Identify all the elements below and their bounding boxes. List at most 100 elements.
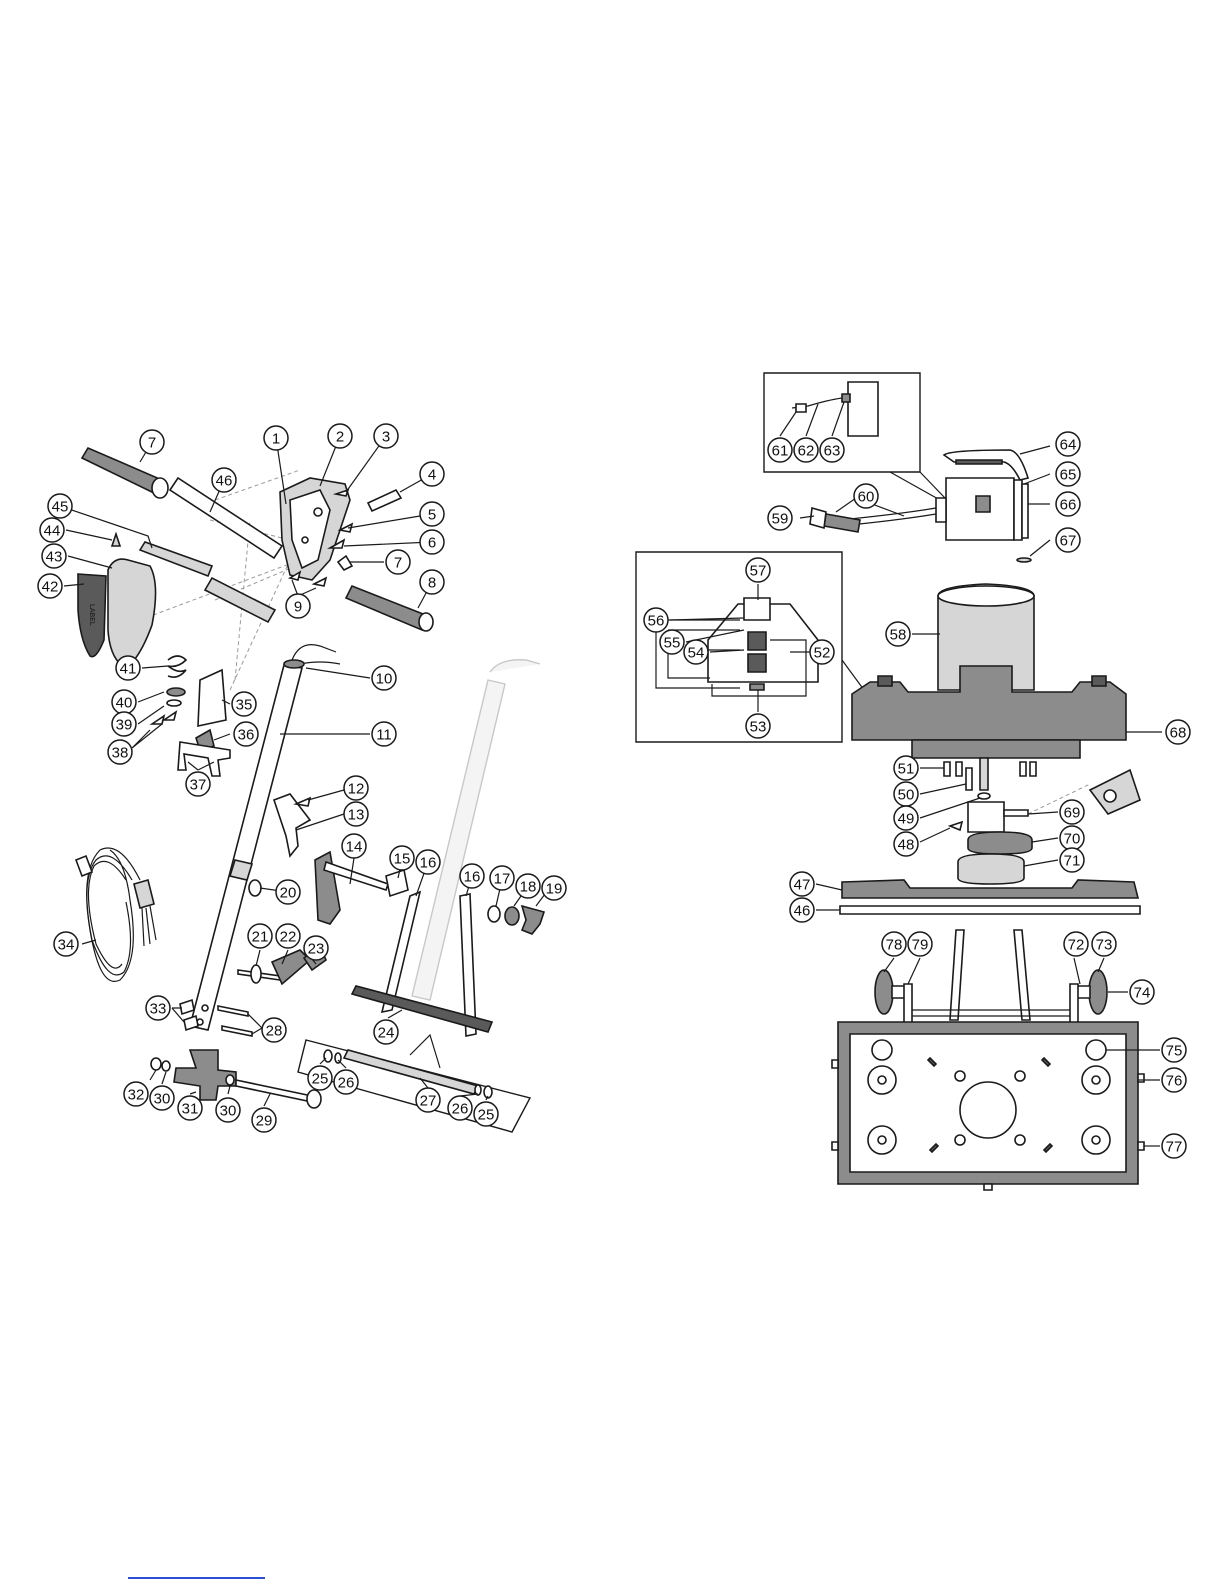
callout-number: 49 xyxy=(898,811,915,828)
callout-number: 65 xyxy=(1060,467,1077,484)
callout-17: 17 xyxy=(490,866,514,890)
callout-78: 78 xyxy=(882,932,906,956)
callout-66: 66 xyxy=(1056,492,1080,516)
callout-number: 20 xyxy=(280,885,297,902)
callout-46: 46 xyxy=(790,898,814,922)
callout-number: 11 xyxy=(376,727,392,744)
callout-64: 64 xyxy=(1056,432,1080,456)
callout-number: 10 xyxy=(376,671,393,688)
callout-22: 22 xyxy=(276,924,300,948)
callout-77: 77 xyxy=(1162,1134,1186,1158)
callout-30: 30 xyxy=(216,1098,240,1122)
callout-19: 19 xyxy=(542,876,566,900)
callout-7: 7 xyxy=(140,430,164,454)
callout-number: 14 xyxy=(346,839,363,856)
callout-number: 56 xyxy=(648,613,665,630)
callout-number: 50 xyxy=(898,787,915,804)
callout-24: 24 xyxy=(374,1020,398,1044)
callout-number: 62 xyxy=(798,443,815,460)
callout-number: 31 xyxy=(182,1101,199,1118)
callout-27: 27 xyxy=(416,1088,440,1112)
callout-number: 4 xyxy=(428,467,436,484)
callout-number: 42 xyxy=(42,579,59,596)
callout-34: 34 xyxy=(54,932,78,956)
callout-43: 43 xyxy=(42,544,66,568)
callout-number: 44 xyxy=(44,523,61,540)
callout-71: 71 xyxy=(1060,848,1084,872)
callout-68: 68 xyxy=(1166,720,1190,744)
callout-number: 53 xyxy=(750,719,767,736)
callout-69: 69 xyxy=(1060,800,1084,824)
callout-13: 13 xyxy=(344,802,368,826)
callout-30: 30 xyxy=(150,1086,174,1110)
callout-73: 73 xyxy=(1092,932,1116,956)
callout-number: 6 xyxy=(428,535,436,552)
callout-28: 28 xyxy=(262,1018,286,1042)
callout-number: 52 xyxy=(814,645,831,662)
callout-number: 9 xyxy=(294,599,302,616)
callout-57: 57 xyxy=(746,558,770,582)
callout-31: 31 xyxy=(178,1096,202,1120)
callout-33: 33 xyxy=(146,996,170,1020)
callout-4: 4 xyxy=(420,462,444,486)
callout-number: 40 xyxy=(116,695,133,712)
callout-59: 59 xyxy=(768,506,792,530)
callout-number: 75 xyxy=(1166,1043,1183,1060)
callout-number: 67 xyxy=(1060,533,1077,550)
callout-number: 18 xyxy=(520,879,537,896)
callout-number: 64 xyxy=(1060,437,1077,454)
callout-number: 17 xyxy=(494,871,511,888)
callout-number: 76 xyxy=(1166,1073,1183,1090)
callout-67: 67 xyxy=(1056,528,1080,552)
callout-5: 5 xyxy=(420,502,444,526)
callout-41: 41 xyxy=(116,656,140,680)
callout-32: 32 xyxy=(124,1082,148,1106)
callout-26: 26 xyxy=(448,1096,472,1120)
callout-number: 7 xyxy=(148,435,156,452)
callout-45: 45 xyxy=(48,494,72,518)
callout-1: 1 xyxy=(264,426,288,450)
callout-38: 38 xyxy=(108,740,132,764)
callout-56: 56 xyxy=(644,608,668,632)
callout-54: 54 xyxy=(684,640,708,664)
callout-number: 30 xyxy=(154,1091,171,1108)
callout-37: 37 xyxy=(186,772,210,796)
callout-14: 14 xyxy=(342,834,366,858)
callout-18: 18 xyxy=(516,874,540,898)
callout-number: 19 xyxy=(546,881,563,898)
callout-number: 79 xyxy=(912,937,929,954)
handle-ghost xyxy=(412,660,540,1000)
callout-40: 40 xyxy=(112,690,136,714)
callout-number: 43 xyxy=(46,549,63,566)
callout-70: 70 xyxy=(1060,826,1084,850)
callout-number: 27 xyxy=(420,1093,437,1110)
callout-72: 72 xyxy=(1064,932,1088,956)
callout-number: 13 xyxy=(348,807,365,824)
callout-76: 76 xyxy=(1162,1068,1186,1092)
base-housing-part xyxy=(852,666,1126,758)
callout-44: 44 xyxy=(40,518,64,542)
callout-3: 3 xyxy=(374,424,398,448)
callout-number: 16 xyxy=(420,855,437,872)
callout-number: 46 xyxy=(216,473,233,490)
callout-39: 39 xyxy=(112,712,136,736)
callout-number: 16 xyxy=(464,869,481,886)
grip-right-part xyxy=(346,586,433,631)
callout-11: 11 xyxy=(372,722,396,746)
cover-part xyxy=(108,559,156,668)
callout-number: 39 xyxy=(116,717,133,734)
cross-plate-part xyxy=(174,1050,236,1100)
callout-number: 41 xyxy=(120,661,137,678)
callout-number: 45 xyxy=(52,499,69,516)
lever-arm-part xyxy=(315,852,388,924)
callout-number: 22 xyxy=(280,929,297,946)
callout-25: 25 xyxy=(474,1102,498,1126)
footer-link-underline[interactable] xyxy=(128,1577,265,1579)
callout-52: 52 xyxy=(810,640,834,664)
callout-62: 62 xyxy=(794,438,818,462)
callout-10: 10 xyxy=(372,666,396,690)
callout-number: 55 xyxy=(664,635,681,652)
callout-23: 23 xyxy=(304,936,328,960)
callout-25: 25 xyxy=(308,1066,332,1090)
